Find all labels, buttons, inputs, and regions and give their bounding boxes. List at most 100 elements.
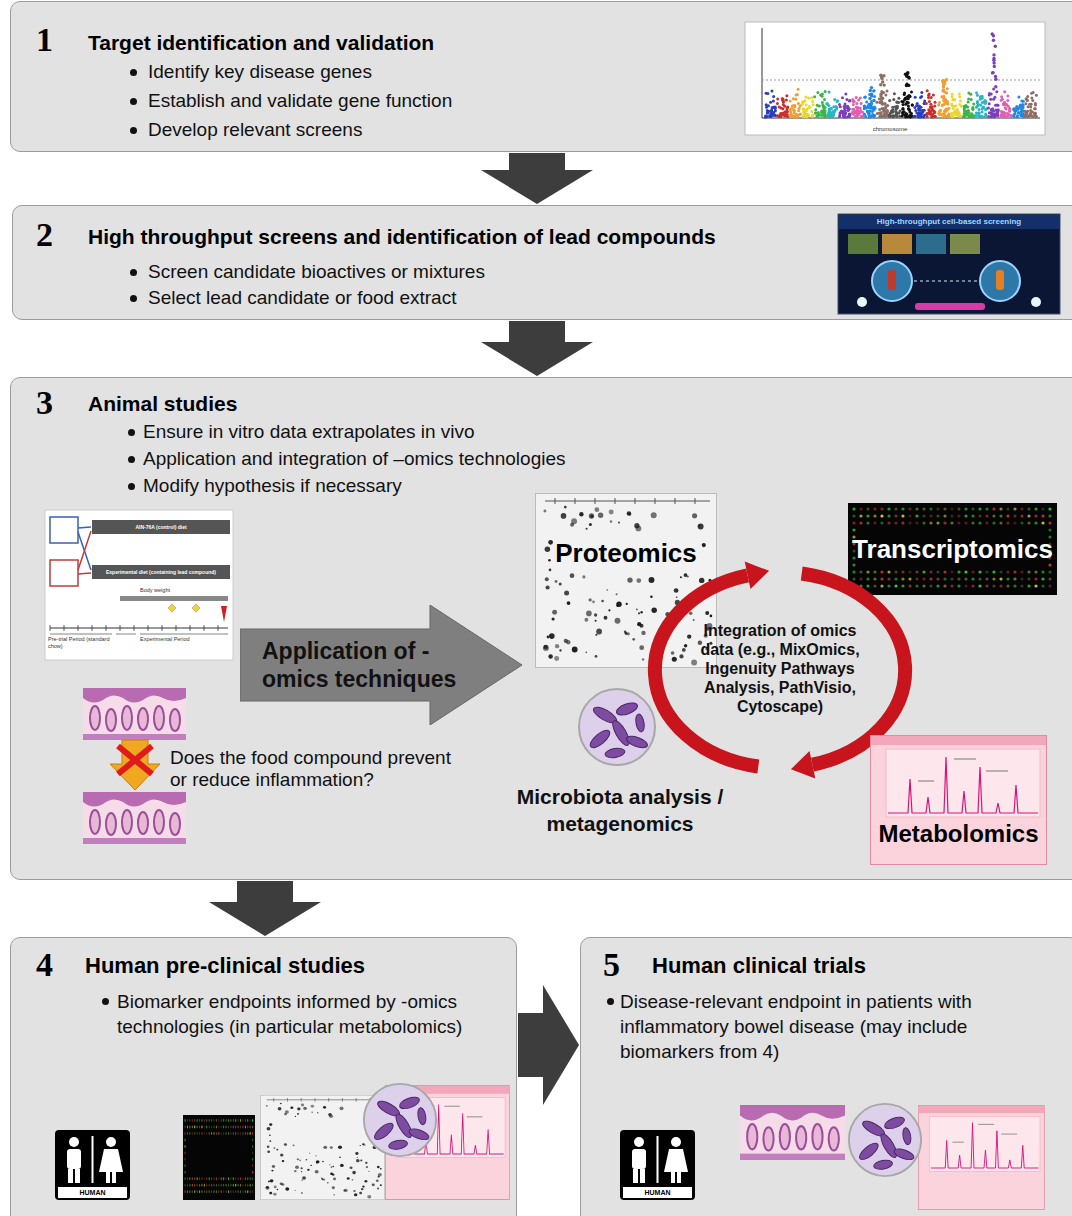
diet-study-schematic-part	[50, 625, 218, 631]
text-slot: HUMAN	[55, 1188, 130, 1197]
snp-dot	[844, 93, 847, 96]
snp-dot	[873, 89, 876, 92]
snp-dot	[926, 115, 929, 118]
snp-dot	[810, 96, 813, 99]
snp-dot	[907, 101, 910, 104]
snp-dot	[989, 98, 992, 101]
snp-dot	[978, 111, 981, 114]
snp-dot	[905, 75, 908, 78]
integration-cycle-arrows-part	[745, 562, 769, 589]
snp-dot	[873, 95, 876, 98]
snp-dot	[765, 115, 768, 118]
snp-dot	[1029, 105, 1032, 108]
snp-dot	[959, 100, 962, 103]
snp-dot	[951, 98, 954, 101]
snp-dot	[784, 111, 787, 114]
manhattan-plot-part	[745, 22, 1045, 135]
snp-dot	[786, 106, 789, 109]
snp-dot	[1016, 114, 1019, 117]
snp-dot	[823, 98, 826, 101]
snp-dot	[835, 108, 838, 111]
integration-cycle-arrows	[655, 562, 905, 779]
snp-dot	[822, 104, 825, 107]
snp-dot	[893, 92, 896, 95]
snp-dot	[784, 111, 787, 114]
step-number: 1	[36, 21, 70, 59]
snp-dot	[1018, 106, 1021, 109]
snp-dot	[888, 99, 891, 102]
bullet-text: Establish and validate gene function	[148, 90, 708, 112]
screening-image	[838, 214, 1060, 314]
snp-dot	[838, 114, 841, 117]
snp-dot	[954, 109, 957, 112]
snp-dot	[883, 83, 886, 86]
snp-dot	[951, 95, 954, 98]
snp-dot	[797, 109, 800, 112]
snp-dot	[919, 115, 922, 118]
integration-cycle-arrows-part	[655, 575, 758, 766]
snp-dot	[971, 108, 974, 111]
snp-dot	[928, 100, 931, 103]
snp-dot	[1012, 115, 1015, 118]
histology-healthy	[83, 792, 186, 844]
arrow-outline	[240, 605, 522, 725]
text-slot: High throughput screens and identificati…	[88, 224, 828, 249]
snp-dot	[844, 109, 847, 112]
snp-dot	[842, 115, 845, 118]
snp-dot	[848, 115, 851, 118]
image-caption: High-throughput cell-based screening	[840, 217, 1058, 227]
manhattan-dots	[764, 32, 1038, 118]
snp-dot	[946, 87, 949, 90]
snp-dot	[958, 114, 961, 117]
snp-dot	[947, 107, 950, 110]
snp-dot	[793, 105, 796, 108]
bullet-dot	[607, 998, 614, 1005]
snp-dot	[880, 75, 883, 78]
snp-dot	[882, 114, 885, 117]
snp-dot	[902, 107, 905, 110]
snp-dot	[975, 91, 978, 94]
snp-dot	[991, 113, 994, 116]
text-slot: Biomarker endpoints informed by -omics t…	[117, 989, 482, 1039]
snp-dot	[873, 99, 876, 102]
snp-dot	[805, 103, 808, 106]
snp-dot	[865, 101, 868, 104]
snp-dot	[898, 112, 901, 115]
arrow-fill	[240, 605, 522, 725]
bar-label: AIN-76A (control) diet	[94, 524, 228, 531]
snp-dot	[1034, 115, 1037, 118]
snp-dot	[771, 89, 774, 92]
snp-dot	[782, 100, 785, 103]
snp-dot	[881, 97, 884, 100]
snp-dot	[866, 109, 869, 112]
text-slot: chromosome	[860, 126, 920, 133]
snp-dot	[932, 94, 935, 97]
step-number: 5	[603, 946, 637, 984]
snp-dot	[845, 98, 848, 101]
snp-dot	[867, 110, 870, 113]
schematic-label: Body weight	[140, 587, 210, 594]
snp-dot	[868, 97, 871, 100]
snp-dot	[838, 103, 841, 106]
screening-image-part	[882, 234, 912, 254]
snp-dot	[888, 114, 891, 117]
snp-dot	[841, 96, 844, 99]
snp-dot	[920, 95, 923, 98]
screening-image-part	[872, 261, 912, 301]
snp-dot	[772, 95, 775, 98]
snp-dot	[1000, 95, 1003, 98]
manhattan-plot-part	[762, 80, 1040, 81]
snp-dot	[1030, 92, 1033, 95]
text-slot: Microbiota analysis / metagenomics	[490, 783, 750, 837]
snp-dot	[790, 115, 793, 118]
snp-dot	[785, 94, 788, 97]
snp-dot	[1008, 114, 1011, 117]
snp-dot	[863, 107, 866, 110]
snp-dot	[795, 94, 798, 97]
snp-dot	[1026, 99, 1029, 102]
snp-dot	[954, 113, 957, 116]
snp-dot	[938, 109, 941, 112]
snp-dot	[880, 111, 883, 114]
snp-dot	[907, 94, 910, 97]
snp-dot	[1021, 103, 1024, 106]
